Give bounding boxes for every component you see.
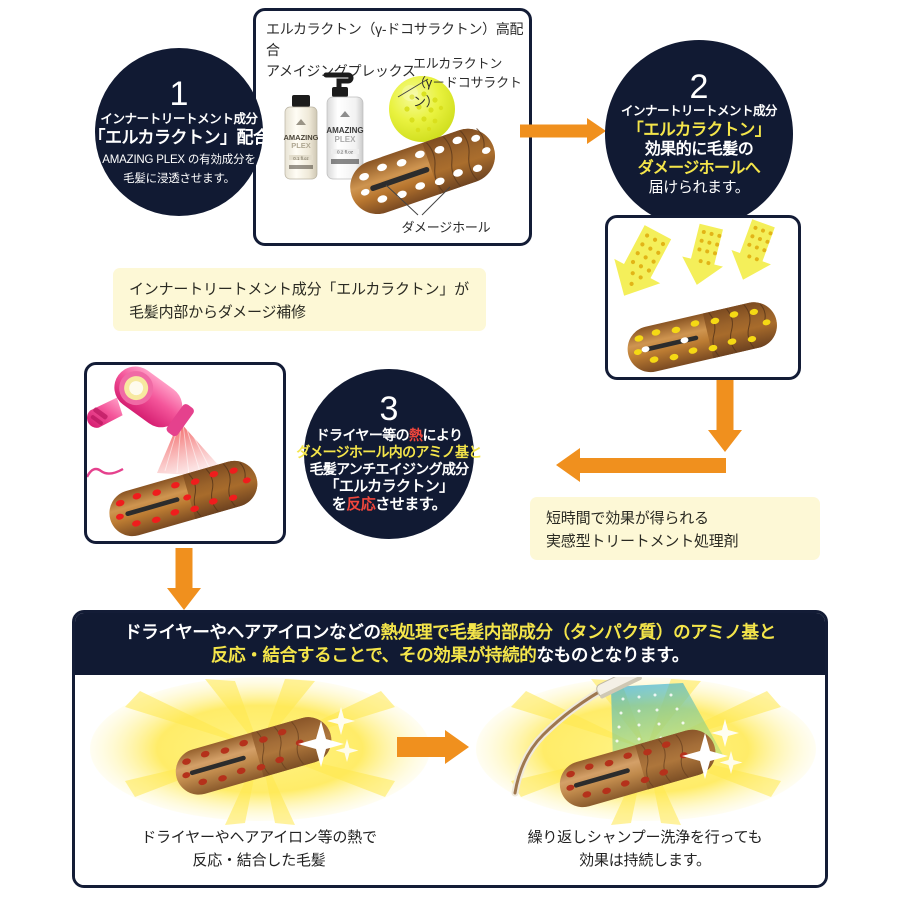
step-2-line4: ダメージホールへ: [637, 160, 761, 178]
step-3-line4: 「エルカラクトン」: [324, 477, 454, 495]
conclusion-header-line1-white: ドライヤーやヘアアイロンなどの: [124, 622, 381, 643]
arrow-down-icon-step2: [705, 380, 745, 452]
caption-right-line1: 繰り返しシャンプー洗浄を行っても: [527, 829, 763, 846]
conclusion-header-line2-white: なものとなります。: [536, 645, 690, 665]
svg-text:PLEX: PLEX: [335, 135, 357, 144]
step-3-line5-c: させます。: [375, 496, 447, 514]
conclusion-header-line1-yellow: 熱処理で毛髪内部成分（タンパク質）のアミノ基と: [380, 622, 777, 643]
product-title-line1: エルカラクトン（γ-ドコサラクトン）高配合: [266, 21, 524, 58]
sparkle-icon: [298, 707, 359, 767]
step-1-circle: 1 インナートリートメント成分 「エルカラクトン」配合 AMAZING PLEX…: [89, 48, 270, 216]
shampoo-resistant-hair-illustration: [476, 677, 816, 825]
svg-text:0.2 fl.oz: 0.2 fl.oz: [337, 150, 354, 155]
step-3-line5-a: を: [331, 496, 347, 514]
hair-dryer-illustration: [87, 366, 258, 537]
hair-strand-icon: [350, 128, 495, 215]
conclusion-header-line2: 反応・結合することで、その効果が持続的なものとなります。: [211, 644, 689, 667]
step-2-line3: 効果的に毛髪の: [644, 140, 754, 158]
shower-head-icon: [511, 677, 642, 797]
step-2-line5: 届けられます。: [648, 178, 750, 196]
svg-text:AMAZING: AMAZING: [326, 126, 363, 135]
callout-left-line2: 毛髪内部からダメージ補修: [129, 304, 306, 322]
amazing-plex-bottles-icon: AMAZING PLEX 0.1 fl.oz AMAZING PLEX 0.2 …: [284, 72, 364, 180]
caption-right-line2: 効果は持続します。: [579, 851, 711, 869]
caption-left: ドライヤーやヘアアイロン等の熱で 反応・結合した毛髪: [89, 827, 429, 872]
step-1-line4: 毛髪に浸透させます。: [123, 172, 235, 185]
ingredient-label: エルカラクトン （γ－ドコサラクトン）: [413, 55, 535, 112]
arrow-left-shaft: [580, 458, 726, 473]
step-3-line5: を反応させます。: [332, 496, 447, 514]
step-1-line1: インナートリートメント成分: [100, 111, 258, 126]
product-panel: エルカラクトン（γ-ドコサラクトン）高配合 アメイジングプレックス AMAZIN…: [253, 8, 532, 246]
caption-left-line1: ドライヤーやヘアアイロン等の熱で: [141, 829, 377, 846]
conclusion-panel: ドライヤーやヘアアイロンなどの熱処理で毛髪内部成分（タンパク質）のアミノ基と 反…: [72, 610, 828, 888]
step-3-line1-c: により: [422, 426, 463, 443]
step-2-circle: 2 インナートリートメント成分 「エルカラクトン」 効果的に毛髪の ダメージホー…: [605, 40, 793, 228]
arrow-down-icon-step3: [164, 548, 204, 610]
ingredient-label-line2: （γ－ドコサラクトン）: [413, 74, 522, 109]
damage-hole-label: ダメージホール: [401, 220, 491, 235]
step-3-line2: ダメージホール内のアミノ基と: [296, 443, 482, 460]
step-3-line5-b: 反応: [346, 496, 376, 514]
callout-left: インナートリートメント成分「エルカラクトン」が 毛髪内部からダメージ補修: [113, 268, 486, 331]
sparkle-icon: [682, 719, 743, 779]
step-3-circle: 3 ドライヤー等の熱により ダメージホール内のアミノ基と 毛髪アンチエイジング成…: [296, 369, 482, 539]
svg-text:0.1 fl.oz: 0.1 fl.oz: [293, 156, 308, 161]
ingredient-label-line1: エルカラクトン: [413, 56, 503, 71]
conclusion-header-line1: ドライヤーやヘアアイロンなどの熱処理で毛髪内部成分（タンパク質）のアミノ基と: [124, 621, 776, 644]
step-3-number: 3: [379, 390, 399, 429]
product-title-line2: アメイジングプレックス: [266, 63, 416, 79]
heat-reaction-panel: [84, 362, 286, 544]
caption-left-line2: 反応・結合した毛髪: [192, 851, 326, 869]
step-2-line2: 「エルカラクトン」: [627, 120, 771, 139]
product-panel-title: エルカラクトン（γ-ドコサラクトン）高配合 アメイジングプレックス: [266, 19, 531, 82]
step-3-line1-a: ドライヤー等の: [315, 426, 410, 443]
callout-right-line2: 実感型トリートメント処理剤: [546, 533, 739, 551]
heat-bonded-hair-illustration: [90, 677, 430, 825]
arrow-right-icon-bottom: [397, 730, 469, 764]
conclusion-header-line2-yellow: 反応・結合することで、その効果が持続的: [210, 645, 537, 665]
arrow-left-icon-to-step3: [556, 448, 726, 482]
arrow-right-icon-step1-step2: [520, 118, 606, 144]
callout-right: 短時間で効果が得られる 実感型トリートメント処理剤: [530, 497, 820, 560]
step-2-line1: インナートリートメント成分: [620, 104, 778, 119]
callout-left-line1: インナートリートメント成分「エルカラクトン」が: [129, 281, 469, 298]
absorption-illustration: [614, 219, 777, 373]
svg-text:PLEX: PLEX: [291, 141, 311, 150]
conclusion-body: ドライヤーやヘアアイロン等の熱で 反応・結合した毛髪 繰り返しシャンプー洗浄を行…: [75, 675, 825, 885]
step-2-number: 2: [689, 68, 709, 106]
absorption-panel: [605, 215, 801, 380]
damage-hole-leader-lines: [385, 184, 451, 216]
ingredient-leader-line: [397, 78, 429, 98]
step-1-number: 1: [169, 75, 189, 114]
step-1-line2: 「エルカラクトン」配合: [88, 127, 271, 147]
step-3-line1-b: 熱: [409, 426, 423, 443]
caption-right: 繰り返しシャンプー洗浄を行っても 効果は持続します。: [475, 827, 815, 872]
step-1-line3: AMAZING PLEX の有効成分を: [102, 153, 256, 166]
conclusion-header: ドライヤーやヘアアイロンなどの熱処理で毛髪内部成分（タンパク質）のアミノ基と 反…: [75, 613, 825, 675]
step-3-line3: 毛髪アンチエイジング成分: [309, 460, 469, 477]
step-3-line1: ドライヤー等の熱により: [316, 427, 463, 444]
callout-right-line1: 短時間で効果が得られる: [546, 510, 709, 527]
arrow-left-head: [556, 448, 580, 482]
svg-text:AMAZING: AMAZING: [284, 133, 319, 142]
